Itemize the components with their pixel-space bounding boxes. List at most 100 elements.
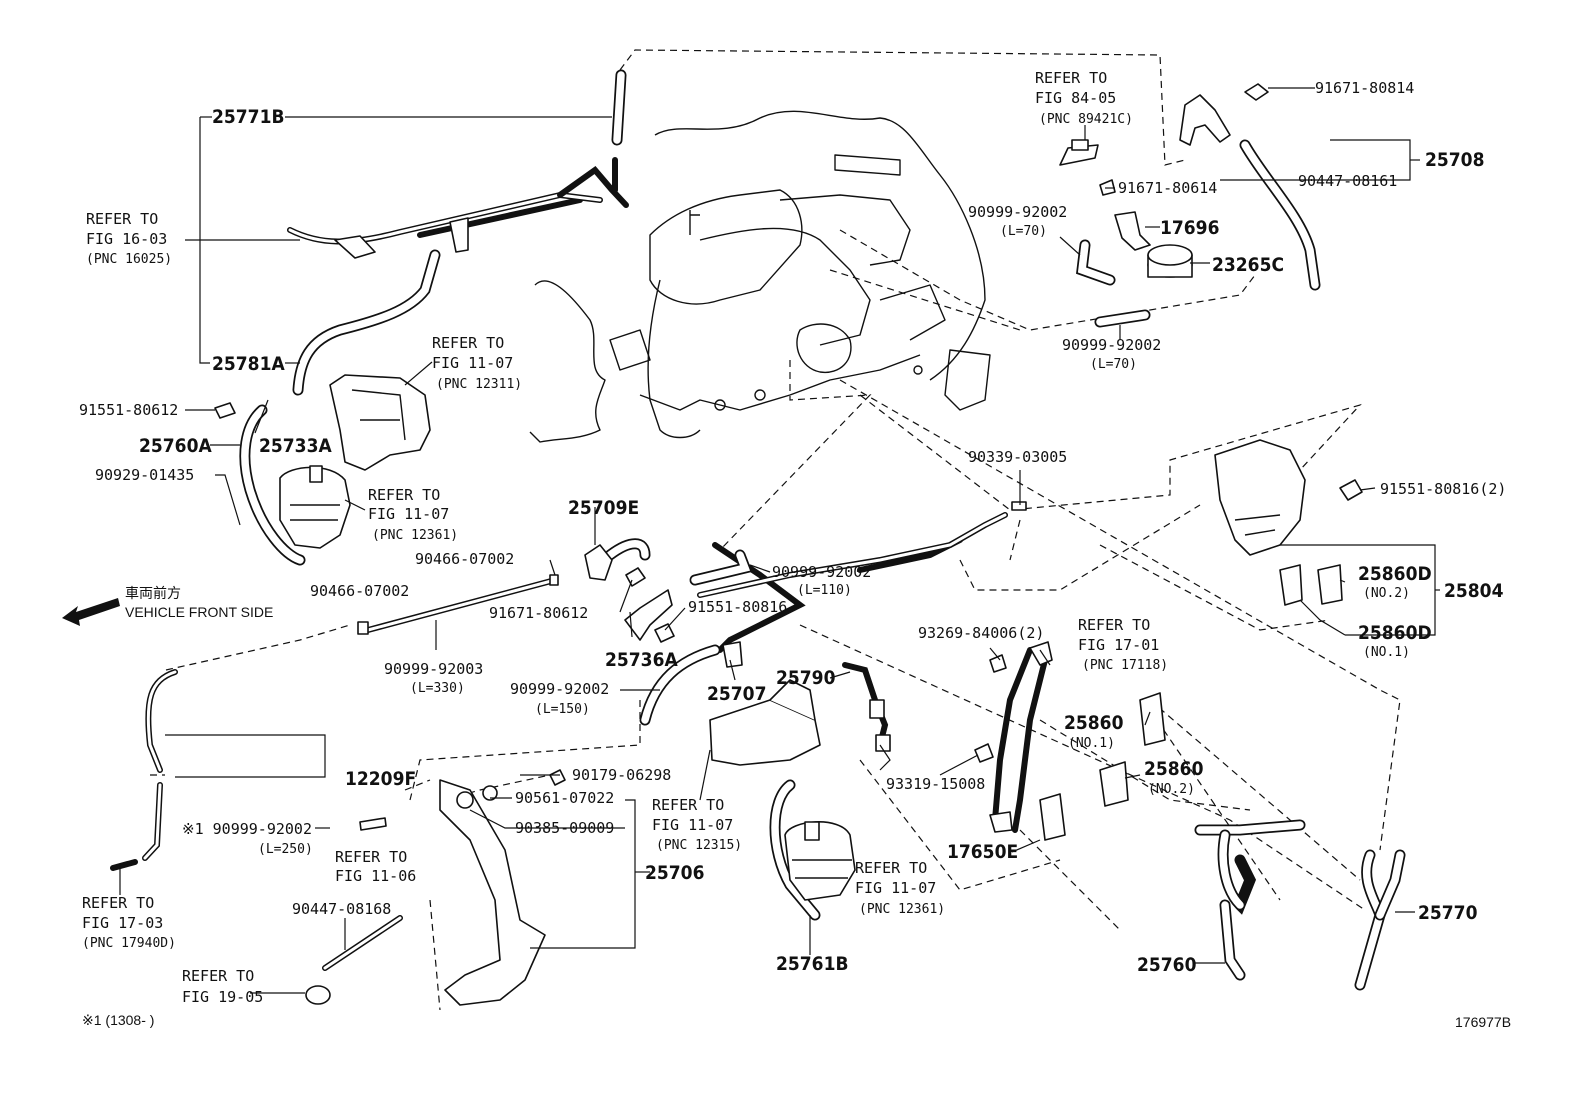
label-l70b: (L=70) xyxy=(1090,357,1137,372)
label-25707: 25707 xyxy=(707,683,766,705)
svg-text:FIG 11-07: FIG 11-07 xyxy=(652,816,733,834)
label-25860-no2: 25860 xyxy=(1144,758,1204,780)
label-90999-92002-l250: ※1 90999-92002 xyxy=(182,820,312,838)
svg-text:REFER TO: REFER TO xyxy=(368,486,440,504)
label-25709e: 25709E xyxy=(568,497,639,519)
label-93319-15008: 93319-15008 xyxy=(886,775,985,793)
label-90466-07002-b: 90466-07002 xyxy=(310,582,409,600)
label-90179-06298: 90179-06298 xyxy=(572,766,671,784)
leader-lines xyxy=(119,87,1440,994)
vehicle-front-arrow xyxy=(62,598,120,626)
label-l150: (L=150) xyxy=(535,702,590,717)
hoses-and-pipes xyxy=(110,69,1406,991)
vehicle-front-en: VEHICLE FRONT SIDE xyxy=(125,604,273,620)
ref-fig-17-03: REFER TO FIG 17-03 (PNC 17940D) xyxy=(82,894,176,951)
label-25860d-no2: 25860D xyxy=(1358,563,1432,585)
ref-fig-16-03: REFER TO FIG 16-03 (PNC 16025) xyxy=(86,210,172,267)
label-90999-92002-l110: 90999-92002 xyxy=(772,563,871,581)
ref-fig-11-07-12315: REFER TO FIG 11-07 (PNC 12315) xyxy=(652,796,742,853)
label-25708: 25708 xyxy=(1425,149,1484,171)
label-17696: 17696 xyxy=(1160,217,1219,239)
label-91671-80612: 91671-80612 xyxy=(489,604,588,622)
svg-text:REFER TO: REFER TO xyxy=(1078,616,1150,634)
label-l70a: (L=70) xyxy=(1000,224,1047,239)
label-91551-80816: 91551-80816 xyxy=(688,598,787,616)
label-90447-08168: 90447-08168 xyxy=(292,900,391,918)
label-25860-no2-sub: (NO.2) xyxy=(1148,782,1195,797)
svg-text:FIG 17-03: FIG 17-03 xyxy=(82,914,163,932)
label-17650e: 17650E xyxy=(947,841,1018,863)
svg-text:(PNC 17118): (PNC 17118) xyxy=(1082,658,1168,673)
ref-fig-11-07-12361-center: REFER TO FIG 11-07 (PNC 12361) xyxy=(855,859,945,917)
ref-fig-17-01: REFER TO FIG 17-01 (PNC 17118) xyxy=(1078,616,1168,673)
label-90447-08161: 90447-08161 xyxy=(1298,172,1397,190)
svg-text:FIG 11-07: FIG 11-07 xyxy=(368,505,449,523)
label-90999-92002-l150: 90999-92002 xyxy=(510,680,609,698)
label-90466-07002-a: 90466-07002 xyxy=(415,550,514,568)
label-25860d-no1: 25860D xyxy=(1358,622,1432,644)
label-25860-no1-sub: (NO.1) xyxy=(1068,736,1115,751)
svg-text:(PNC 17940D): (PNC 17940D) xyxy=(82,936,176,951)
svg-text:REFER TO: REFER TO xyxy=(86,210,158,228)
label-l330: (L=330) xyxy=(410,681,465,696)
label-25760: 25760 xyxy=(1137,954,1197,976)
label-25771b: 25771B xyxy=(212,106,285,128)
label-90385-09009: 90385-09009 xyxy=(515,819,614,837)
vehicle-front-jp: 車両前方 xyxy=(125,585,181,601)
ref-fig-11-07-12361-left: REFER TO FIG 11-07 (PNC 12361) xyxy=(368,486,458,543)
svg-text:(PNC 12315): (PNC 12315) xyxy=(656,838,742,853)
label-90999-92002-l70b: 90999-92002 xyxy=(1062,336,1161,354)
label-23265c: 23265C xyxy=(1212,254,1284,276)
footnote: ※1 (1308- ) xyxy=(82,1012,154,1028)
ref-fig-11-07-12311: REFER TO FIG 11-07 (PNC 12311) xyxy=(432,334,522,392)
label-25860d-no2-sub: (NO.2) xyxy=(1363,586,1410,601)
svg-text:REFER TO: REFER TO xyxy=(82,894,154,912)
label-25736a: 25736A xyxy=(605,649,678,671)
svg-text:REFER TO: REFER TO xyxy=(335,848,407,866)
label-12209f: 12209F xyxy=(345,768,416,790)
label-91551-80612: 91551-80612 xyxy=(79,401,178,419)
svg-text:FIG 84-05: FIG 84-05 xyxy=(1035,89,1116,107)
refer-to-notes: REFER TO FIG 16-03 (PNC 16025) REFER TO … xyxy=(82,69,1168,1006)
svg-text:FIG 16-03: FIG 16-03 xyxy=(86,230,167,248)
svg-text:(PNC 12361): (PNC 12361) xyxy=(859,902,945,917)
label-l250: (L=250) xyxy=(258,842,313,857)
label-25733a: 25733A xyxy=(259,435,332,457)
label-25761b: 25761B xyxy=(776,953,849,975)
label-90339-03005: 90339-03005 xyxy=(968,448,1067,466)
label-90999-92003: 90999-92003 xyxy=(384,660,483,678)
svg-text:(PNC 12361): (PNC 12361) xyxy=(372,528,458,543)
label-91671-80614: 91671-80614 xyxy=(1118,179,1217,197)
label-25804: 25804 xyxy=(1444,580,1504,602)
svg-text:FIG 19-05: FIG 19-05 xyxy=(182,988,263,1006)
figure-id: 176977B xyxy=(1455,1014,1511,1030)
svg-text:(PNC 12311): (PNC 12311) xyxy=(436,377,522,392)
svg-text:(PNC 89421C): (PNC 89421C) xyxy=(1039,112,1133,127)
label-25860d-no1-sub: (NO.1) xyxy=(1363,645,1410,660)
label-90929-01435: 90929-01435 xyxy=(95,466,194,484)
svg-text:REFER TO: REFER TO xyxy=(432,334,504,352)
svg-text:REFER TO: REFER TO xyxy=(182,967,254,985)
label-93269-84006: 93269-84006(2) xyxy=(918,624,1044,642)
label-91671-80814: 91671-80814 xyxy=(1315,79,1414,97)
parts xyxy=(214,83,1363,1006)
label-25860-no1: 25860 xyxy=(1064,712,1124,734)
label-25706: 25706 xyxy=(645,862,704,884)
ref-fig-84-05: REFER TO FIG 84-05 (PNC 89421C) xyxy=(1035,69,1133,127)
dashed-leaders xyxy=(150,49,1401,1011)
label-90999-92002-l70a: 90999-92002 xyxy=(968,203,1067,221)
engine-outline xyxy=(529,110,991,443)
svg-text:REFER TO: REFER TO xyxy=(1035,69,1107,87)
label-25781a: 25781A xyxy=(212,353,285,375)
ref-fig-19-05: REFER TO FIG 19-05 xyxy=(182,967,263,1006)
label-25790: 25790 xyxy=(776,667,836,689)
svg-text:(PNC 16025): (PNC 16025) xyxy=(86,252,172,267)
svg-text:FIG 11-06: FIG 11-06 xyxy=(335,867,416,885)
svg-text:FIG 11-07: FIG 11-07 xyxy=(432,354,513,372)
label-25770: 25770 xyxy=(1418,902,1478,924)
label-90561-07022: 90561-07022 xyxy=(515,789,614,807)
part-labels: 25771B 25781A 25760A 25733A 91551-80612 … xyxy=(79,79,1511,1030)
svg-text:REFER TO: REFER TO xyxy=(855,859,927,877)
svg-text:FIG 17-01: FIG 17-01 xyxy=(1078,636,1159,654)
